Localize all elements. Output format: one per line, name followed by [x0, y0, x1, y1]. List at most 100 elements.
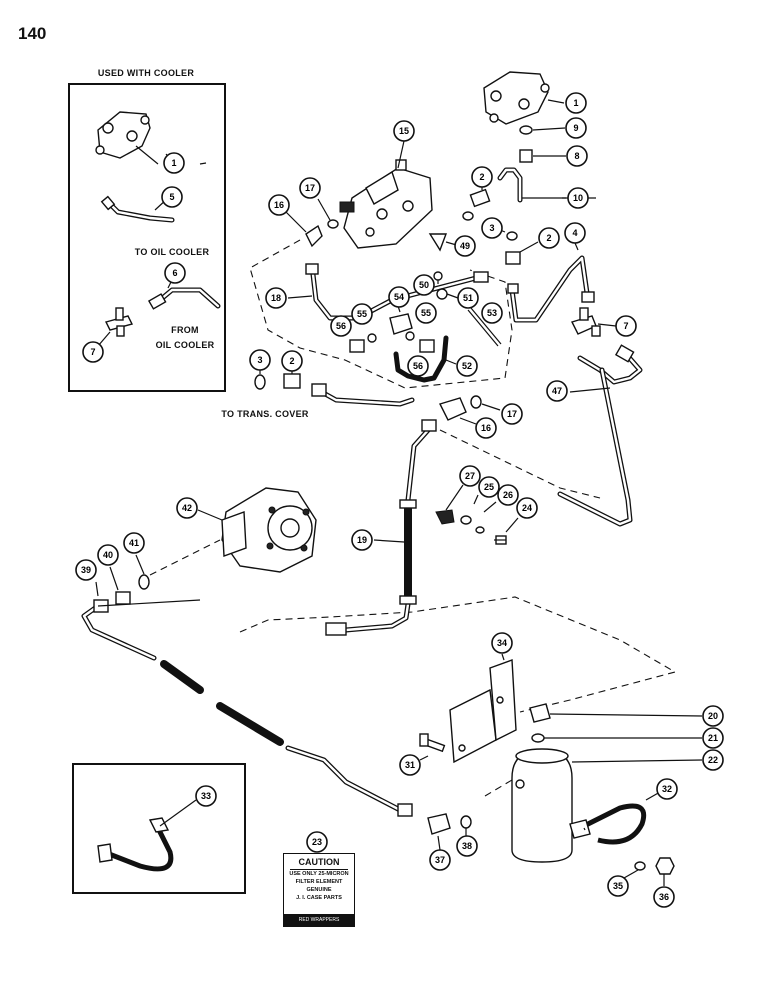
callout-38: 38: [456, 835, 478, 857]
svg-text:27: 27: [465, 471, 475, 481]
fittings-group-50-56: [349, 271, 502, 353]
svg-text:32: 32: [662, 784, 672, 794]
o-ring-17-lower: [470, 395, 501, 411]
svg-text:36: 36: [659, 892, 669, 902]
callout-25: 25: [478, 476, 500, 498]
svg-text:3: 3: [257, 355, 262, 365]
callout-19: 19: [351, 529, 373, 551]
callout-16-lower: 16: [475, 417, 497, 439]
o-ring-38: [460, 815, 472, 838]
to-trans-cover-label: TO TRANS. COVER: [221, 409, 309, 419]
bracket-34: [449, 653, 517, 764]
callout-7-right: 7: [615, 315, 637, 337]
callout-40: 40: [97, 544, 119, 566]
callout-1: 1: [565, 92, 587, 114]
callout-54: 54: [388, 286, 410, 308]
fitting-2-right: [505, 241, 539, 265]
callout-49: 49: [454, 235, 476, 257]
svg-text:34: 34: [497, 638, 507, 648]
callout-55-left: 55: [351, 303, 373, 325]
svg-text:17: 17: [305, 183, 315, 193]
clip-hardware-24-27: [435, 484, 519, 545]
pressure-line: [81, 599, 413, 817]
svg-text:18: 18: [271, 293, 281, 303]
svg-text:42: 42: [182, 503, 192, 513]
svg-text:5: 5: [169, 192, 174, 202]
svg-text:47: 47: [552, 386, 562, 396]
elbow-16-lower: [439, 397, 477, 425]
callout-32: 32: [656, 778, 678, 800]
leader-lines: [97, 139, 596, 831]
hose-19: [325, 419, 437, 636]
callout-4: 4: [564, 222, 586, 244]
callout-17-top: 17: [299, 177, 321, 199]
svg-text:23: 23: [312, 837, 322, 847]
svg-text:16: 16: [274, 200, 284, 210]
callout-2-right: 2: [538, 227, 560, 249]
trans-cover-tube: [311, 383, 415, 407]
svg-text:40: 40: [103, 550, 113, 560]
o-ring-21: [531, 733, 702, 743]
svg-text:24: 24: [522, 503, 532, 513]
caution-line-3: GENUINE: [306, 887, 332, 893]
callout-3-left: 3: [249, 349, 271, 371]
callout-2-top: 2: [471, 166, 493, 188]
callout-3-top: 3: [481, 217, 503, 239]
callout-36: 36: [653, 886, 675, 908]
svg-text:17: 17: [507, 409, 517, 419]
svg-text:56: 56: [413, 361, 423, 371]
svg-text:25: 25: [484, 482, 494, 492]
pump-42: [197, 487, 317, 573]
callout-15: 15: [393, 120, 415, 142]
callout-7-inset: 7: [82, 341, 104, 363]
svg-text:7: 7: [623, 321, 628, 331]
svg-text:3: 3: [489, 223, 494, 233]
svg-text:2: 2: [479, 172, 484, 182]
svg-text:54: 54: [394, 292, 404, 302]
svg-text:16: 16: [481, 423, 491, 433]
filter-fitting-boundary: [484, 779, 513, 797]
svg-text:55: 55: [421, 308, 431, 318]
callout-24: 24: [516, 497, 538, 519]
callout-16-top: 16: [268, 194, 290, 216]
washer-nut-35-36: [623, 857, 675, 886]
callout-53: 53: [481, 302, 503, 324]
svg-text:20: 20: [708, 711, 718, 721]
caution-title: CAUTION: [298, 857, 340, 867]
svg-text:38: 38: [462, 841, 472, 851]
callout-37: 37: [429, 849, 451, 871]
svg-text:33: 33: [201, 791, 211, 801]
hose-52: [393, 335, 457, 383]
from-oil-cooler-label: FROM OIL COOLER: [155, 325, 215, 350]
fitting-2-upper: [469, 186, 491, 208]
svg-text:56: 56: [336, 321, 346, 331]
callout-10: 10: [567, 187, 589, 209]
callout-27: 27: [459, 465, 481, 487]
svg-text:53: 53: [487, 308, 497, 318]
elbow-16-top: [285, 211, 323, 248]
o-ring-9: [519, 125, 566, 135]
callout-41: 41: [123, 532, 145, 554]
elbow-37: [427, 813, 451, 851]
callout-34: 34: [491, 632, 513, 654]
caution-line-2: FILTER ELEMENT: [295, 879, 343, 885]
svg-text:6: 6: [172, 268, 177, 278]
svg-text:55: 55: [357, 309, 367, 319]
svg-text:37: 37: [435, 855, 445, 865]
svg-text:19: 19: [357, 535, 367, 545]
callout-42: 42: [176, 497, 198, 519]
cooler-inset-box: [68, 83, 226, 392]
svg-text:9: 9: [573, 123, 578, 133]
callout-21: 21: [702, 727, 724, 749]
pump-fittings-39-41: [95, 554, 150, 605]
svg-text:15: 15: [399, 126, 409, 136]
svg-text:49: 49: [460, 241, 470, 251]
callout-33: 33: [195, 785, 217, 807]
callout-52: 52: [456, 355, 478, 377]
fitting-17-top: [317, 198, 339, 229]
callout-6: 6: [164, 262, 186, 284]
caution-rule: [290, 869, 348, 870]
svg-text:8: 8: [574, 151, 579, 161]
tube-4: [507, 242, 595, 323]
svg-text:7: 7: [90, 347, 95, 357]
